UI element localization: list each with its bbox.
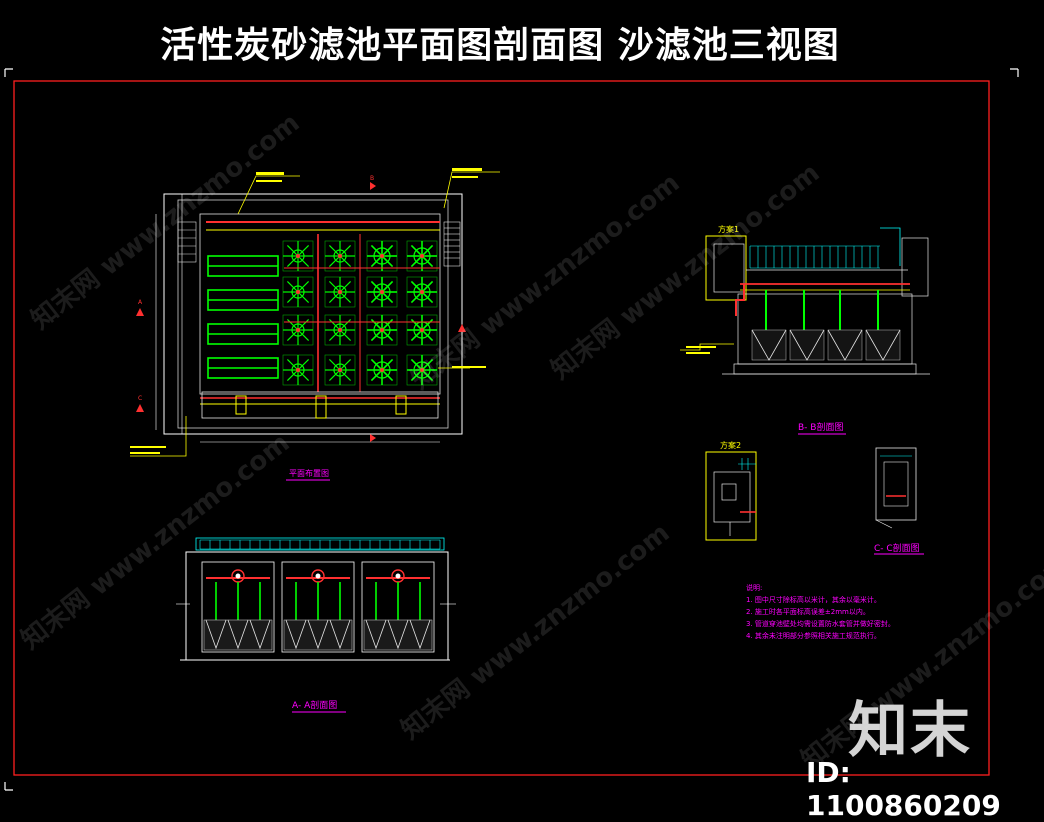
filter-cell (361, 561, 435, 653)
scheme2-view (705, 451, 757, 541)
nozzle-star-icon (282, 314, 314, 346)
section-letter-b: B (370, 175, 374, 182)
design-notes: 说明: 1. 图中尺寸除标高以米计，其余以毫米计。 2. 施工时各平面标高误差±… (746, 583, 895, 640)
section-cc-label: C- C剖面图 (874, 542, 920, 554)
nozzle-star-icon (406, 314, 438, 346)
plan-view-label: 平面布置图 (289, 468, 329, 478)
section-bb-label: B- B剖面图 (798, 421, 843, 433)
section-aa-label: A- A剖面图 (292, 699, 337, 711)
nozzle-star-icon (282, 354, 314, 386)
nozzle-star-icon (282, 276, 314, 308)
section-marker-c (136, 404, 144, 412)
nozzle-star-icon (324, 354, 356, 386)
drawing-frame (4, 68, 1019, 791)
nozzle-star-icon (366, 276, 398, 308)
note-item: 1. 图中尺寸除标高以米计，其余以毫米计。 (746, 595, 881, 604)
note-item: 4. 其余未注明部分参照相关施工规范执行。 (746, 631, 881, 640)
section-cc-view (874, 447, 924, 555)
notes-heading: 说明: (746, 583, 762, 592)
note-item: 3. 管道穿池壁处均需设置防水套管并做好密封。 (746, 619, 895, 628)
nozzle-star-icon (324, 240, 356, 272)
section-letter-c: C (138, 395, 142, 402)
watermark: 知末网 www.znzmo.com 知末网 www.znzmo.com 知末网 … (16, 108, 1044, 776)
nozzle-star-icon (406, 354, 438, 386)
nozzle-star-icon (324, 276, 356, 308)
nozzle-star-icon (282, 240, 314, 272)
filter-cell (281, 561, 355, 653)
section-letter-a: A (138, 299, 143, 306)
plan-view (130, 168, 500, 457)
nozzle-star-icon (366, 354, 398, 386)
nozzle-star-icon (406, 276, 438, 308)
section-aa-view (176, 537, 456, 661)
page-title: 活性炭砂滤池平面图剖面图 沙滤池三视图 (160, 25, 840, 66)
scheme1-label: 方案1 (718, 224, 739, 234)
image-id-label: ID: 1100860209 (806, 756, 1001, 822)
nozzle-star-icon (366, 314, 398, 346)
filter-cell (201, 561, 275, 653)
scheme2-label: 方案2 (720, 440, 741, 450)
note-item: 2. 施工时各平面标高误差±2mm以内。 (746, 607, 870, 616)
brand-logo: 知末 (848, 696, 972, 766)
nozzle-star-icon (366, 240, 398, 272)
section-marker-a (136, 308, 466, 332)
nozzle-star-icon (406, 240, 438, 272)
section-bb-view (680, 227, 930, 435)
nozzle-star-icon (324, 314, 356, 346)
